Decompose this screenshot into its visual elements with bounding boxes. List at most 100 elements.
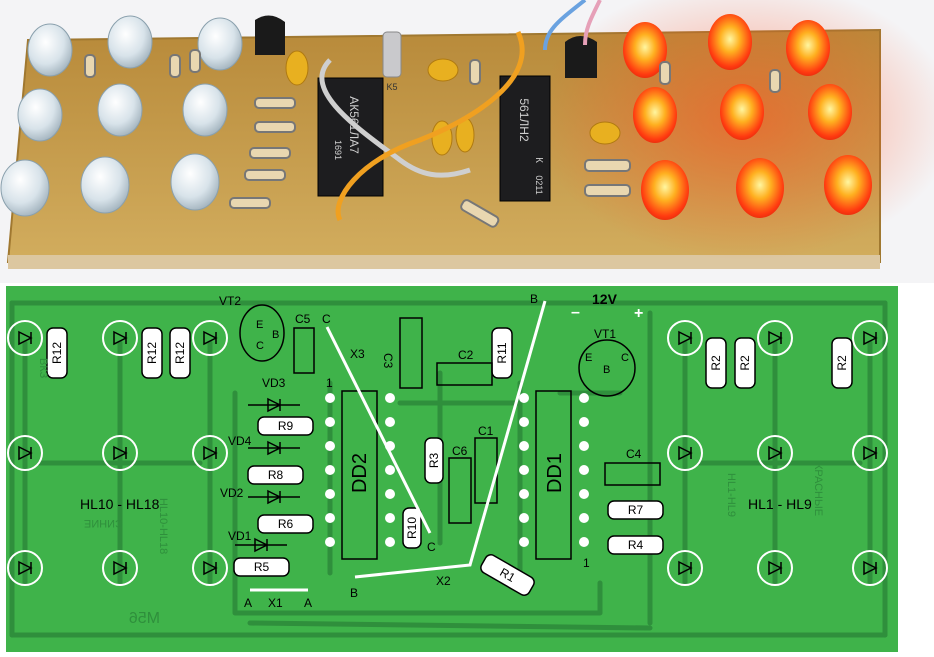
resistor-label: R12: [50, 342, 64, 364]
pink-wire: [583, 0, 602, 46]
resistor: R8: [247, 465, 304, 485]
pad-b-bottom: B: [350, 586, 358, 600]
ic-pad: [579, 417, 589, 427]
white-led: [17, 88, 63, 142]
red-led: [623, 22, 667, 78]
led-footprint: [667, 550, 703, 586]
diode: VD3: [248, 376, 300, 413]
ic-pad: [519, 441, 529, 451]
resistor: R2: [831, 337, 853, 389]
ic-pad: [519, 513, 529, 523]
capacitor: C2: [436, 348, 493, 386]
white-led: [182, 83, 228, 137]
dd1-label: DD1: [544, 453, 566, 493]
diode: VD2: [220, 486, 300, 505]
resistor-label: R11: [495, 342, 509, 363]
photo-board-edge: [8, 255, 880, 269]
resistor-label: R6: [278, 517, 294, 531]
orange-wire: [335, 30, 525, 222]
x2-label: X2: [436, 574, 451, 588]
capacitor: C3: [381, 317, 423, 389]
resistor: R6: [257, 514, 314, 534]
diode: VD4: [228, 434, 300, 456]
capacitor-label: C5: [295, 312, 311, 326]
right-group-label: HL1 - HL9: [748, 496, 812, 512]
cap-marking: K5: [386, 82, 397, 92]
dd1-pin1: 1: [583, 556, 590, 570]
ic-pad: [579, 393, 589, 403]
transistor-vt2: VT2 E B C: [219, 294, 285, 362]
led-footprint: [852, 550, 888, 586]
dd2-label: DD2: [349, 453, 371, 493]
left-ic-code: 1691: [333, 140, 343, 160]
diode-label: VD4: [228, 434, 252, 448]
led-footprint: [102, 550, 138, 586]
pad-c-top: C: [322, 312, 331, 326]
ic-pad: [579, 513, 589, 523]
capacitor: C5: [293, 312, 315, 374]
ic-pad: [385, 393, 395, 403]
ic-pad: [385, 513, 395, 523]
led-footprint: [192, 435, 228, 471]
red-led: [786, 20, 830, 76]
ic-pad: [579, 465, 589, 475]
led-footprint: [192, 550, 228, 586]
white-led: [27, 23, 73, 77]
ic-pads: [325, 393, 589, 547]
red-led: [720, 84, 764, 140]
ic-pad: [579, 537, 589, 547]
left-group-label: HL10 - HL18: [80, 496, 160, 512]
red-led: [736, 158, 784, 218]
vt1-pin-e: E: [585, 352, 592, 364]
ic-pad: [519, 417, 529, 427]
pad-b-top: B: [530, 292, 538, 306]
resistor: R2: [705, 337, 727, 389]
pad-a-right: A: [304, 596, 312, 610]
resistor-label: R4: [628, 538, 644, 552]
ic-pad: [519, 537, 529, 547]
ic-pad: [519, 465, 529, 475]
x1-label: X1: [268, 596, 283, 610]
jumper-x2: [354, 300, 547, 579]
board-photo: K5 АК561ЛА7 1691 561ЛН2 К 0211: [0, 0, 934, 283]
transistor-vt1: VT1 E B C: [578, 327, 636, 397]
dd2-pin1: 1: [326, 376, 333, 390]
ic-pad: [325, 537, 335, 547]
resistor: R12: [46, 327, 68, 379]
resistor: R12: [141, 327, 163, 379]
resistor: R4: [607, 535, 664, 555]
vt2-pin-c: C: [256, 340, 264, 352]
resistor-label: R3: [427, 453, 441, 469]
led-footprint: [7, 320, 43, 356]
capacitor-label: C6: [452, 444, 468, 458]
ic-pad: [325, 417, 335, 427]
resistor-label: R9: [278, 419, 294, 433]
power-voltage: 12V: [592, 291, 618, 307]
led-footprint: [7, 435, 43, 471]
led-footprint: [757, 320, 793, 356]
resistor: R12: [169, 327, 191, 379]
ic-pad: [325, 465, 335, 475]
resistor-label: R2: [738, 355, 752, 371]
resistor-label: R5: [254, 560, 270, 574]
ic-pad: [325, 489, 335, 499]
ic-pad: [519, 489, 529, 499]
ic-pad: [579, 489, 589, 499]
resistor: R1: [480, 554, 535, 596]
pcb-layout: 12V – + VT2 E B C VT1 E B C DD2 1 DD1 1 …: [0, 283, 934, 657]
vt2-pin-b: B: [272, 329, 279, 341]
led-footprints: [7, 320, 888, 586]
red-led: [641, 160, 689, 220]
diode-label: VD3: [262, 376, 286, 390]
photo-resistors: [84, 49, 781, 228]
resistor: R5: [233, 557, 290, 577]
vt1-pin-c: C: [621, 352, 629, 364]
capacitor: C6: [448, 444, 472, 524]
jumper-x3: [325, 326, 432, 534]
ic-pad: [325, 393, 335, 403]
resistor-label: R12: [173, 342, 187, 364]
right-group-mirrored: HL1-HL9: [725, 473, 737, 517]
led-footprint: [7, 550, 43, 586]
